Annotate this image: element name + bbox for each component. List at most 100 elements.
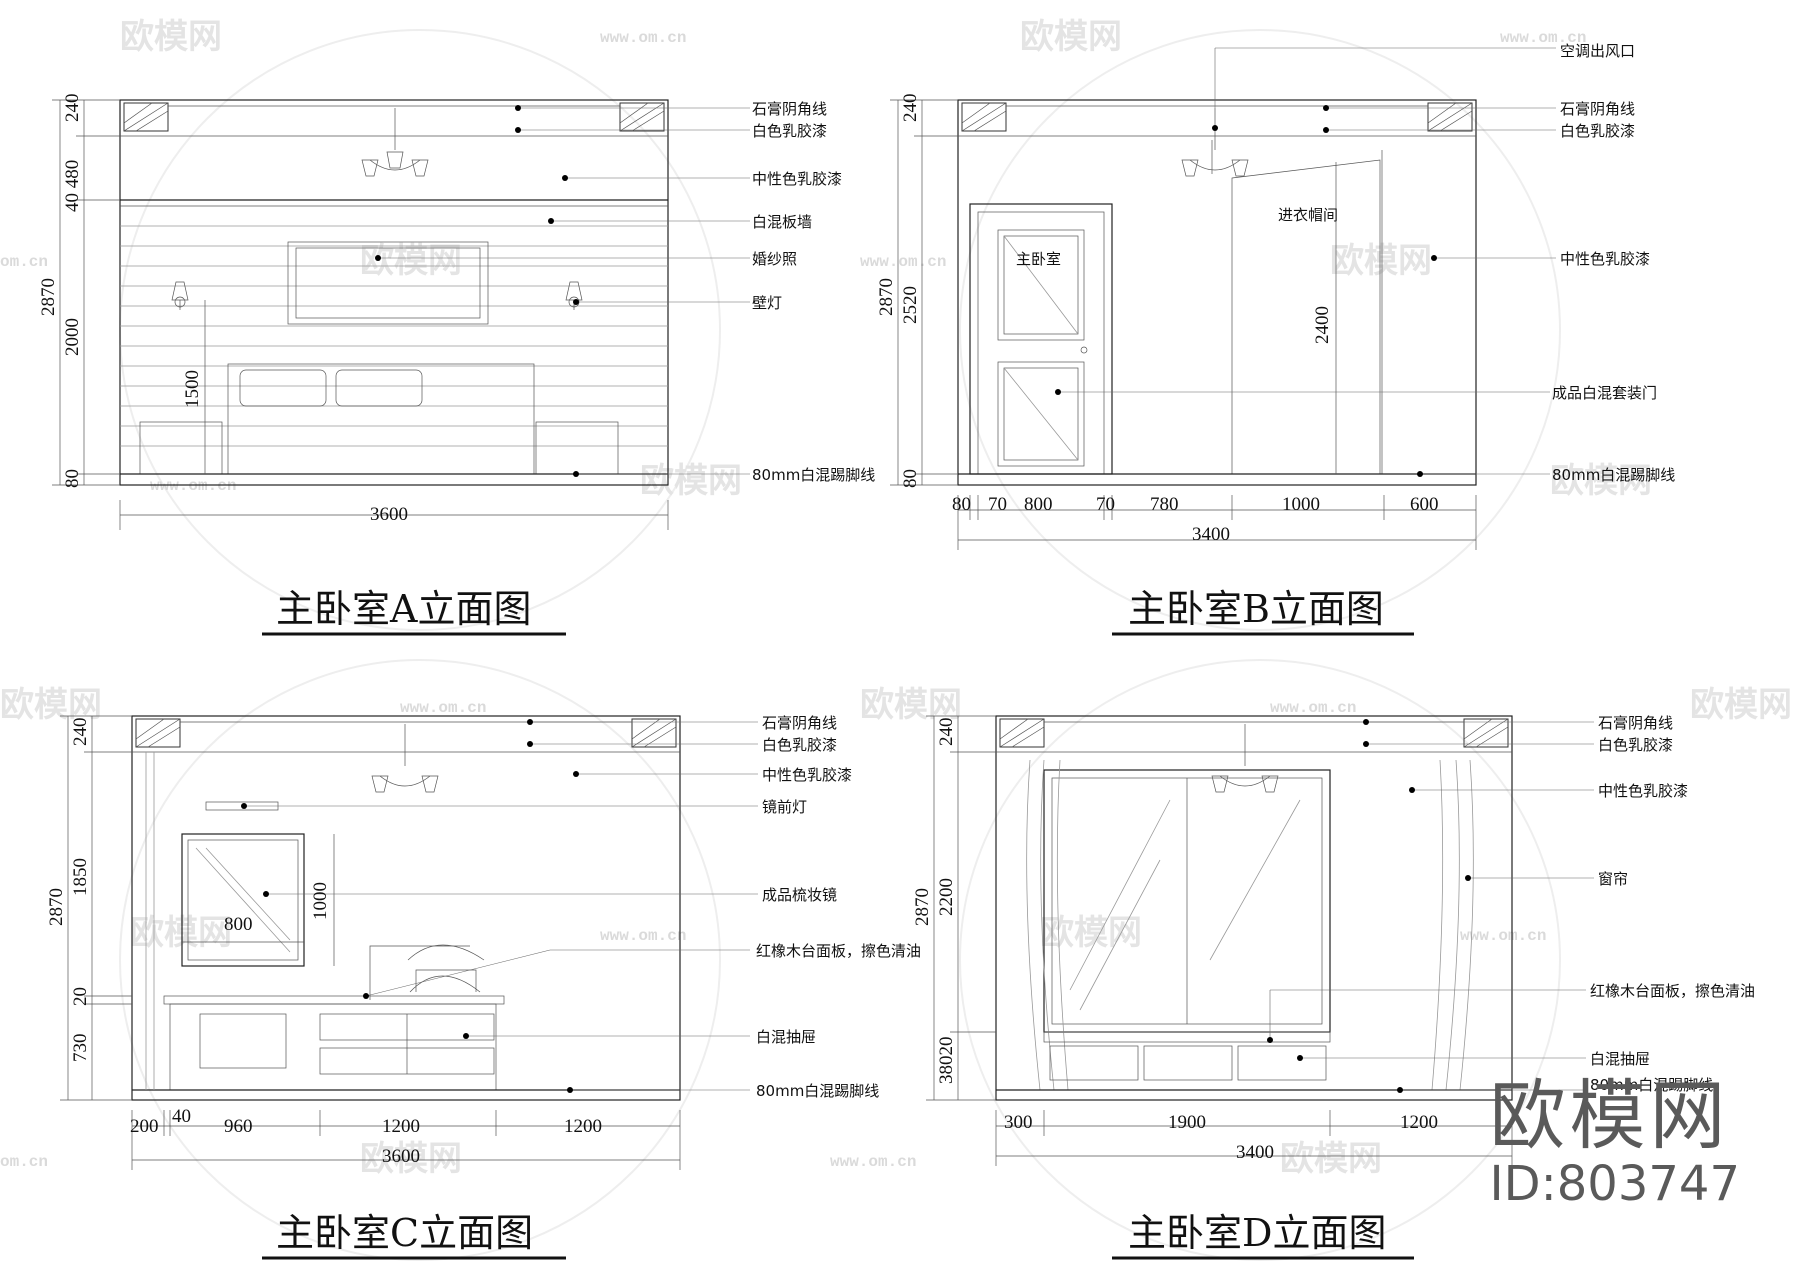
dim-a-40-480: 40 480 [62,160,83,212]
dim-c-3600: 3600 [382,1146,420,1167]
watermark-text: 欧模网 [640,461,742,501]
dim-c-mirror-height: 1000 [310,882,331,920]
watermark-text: 欧模网 [360,1139,462,1179]
label-b-skirting: 80mm白混踢脚线 [1552,466,1675,484]
dim-c-200: 200 [130,1116,159,1137]
brand-id: ID:803747 [1489,1156,1740,1212]
elevation-c: 240 2870 1850 20 730 800 1000 200 40 960… [46,714,921,1260]
room-label-master-bedroom: 主卧室 [1016,250,1061,268]
dim-d-2870: 2870 [912,888,933,926]
label-a-panel-wall: 白混板墙 [752,213,812,231]
dim-b-2400: 2400 [1312,306,1333,344]
watermark-text: 欧模网 [1330,241,1432,281]
brand-logo: 欧模网 [1489,1071,1730,1160]
dim-c-1200b: 1200 [564,1116,602,1137]
watermark-url: www.om.cn [830,1153,916,1171]
watermark-url: www.om.cn [1500,29,1586,47]
watermark-layer: 欧模网 www.om.cn 欧模网 www.om.cn 欧模网 om.cn ww… [0,17,1792,1261]
watermark-url: om.cn [0,253,48,271]
dim-d-240: 240 [936,718,957,747]
dim-a-240: 240 [62,94,83,123]
watermark-url: www.om.cn [1270,699,1356,717]
label-c-drawers: 白混抽屉 [756,1028,816,1046]
dim-b-240: 240 [900,94,921,123]
dim-d-3400: 3400 [1236,1142,1274,1163]
label-c-white-paint: 白色乳胶漆 [762,736,837,754]
label-c-skirting: 80mm白混踢脚线 [756,1082,879,1100]
watermark-url: www.om.cn [400,699,486,717]
dim-b-780: 780 [1150,494,1179,515]
dim-d-38020: 38020 [936,1037,957,1085]
label-a-cornice: 石膏阴角线 [752,100,827,118]
watermark-text: 欧模网 [1280,1139,1382,1179]
dim-c-1200a: 1200 [382,1116,420,1137]
label-a-neutral-paint: 中性色乳胶漆 [752,170,842,188]
watermark-url: www.om.cn [600,29,686,47]
label-c-vanity-mirror: 成品梳妆镜 [762,886,837,904]
brand-block: 欧模网 ID:803747 [1489,1071,1740,1213]
watermark-text: 欧模网 [860,685,962,725]
dim-b-600: 600 [1410,494,1439,515]
dim-b-3400: 3400 [1192,524,1230,545]
watermark-url: www.om.cn [150,477,236,495]
label-c-cornice: 石膏阴角线 [762,714,837,732]
title-d: 主卧室D立面图 [1128,1211,1386,1255]
dim-b-1000: 1000 [1282,494,1320,515]
dim-b-800: 800 [1024,494,1053,515]
watermark-text: 欧模网 [1020,17,1122,57]
dim-c-960: 960 [224,1116,253,1137]
watermark-text: 欧模网 [120,17,222,57]
dim-d-300: 300 [1004,1112,1033,1133]
dim-b-2870: 2870 [876,278,897,316]
watermark-url: www.om.cn [860,253,946,271]
title-c: 主卧室C立面图 [276,1211,533,1255]
label-d-cornice: 石膏阴角线 [1598,714,1673,732]
label-b-neutral-paint: 中性色乳胶漆 [1560,250,1650,268]
watermark-url: www.om.cn [1460,927,1546,945]
watermark-text: 欧模网 [1550,461,1652,501]
dim-c-20: 20 [70,987,91,1006]
label-d-curtain: 窗帘 [1598,870,1628,888]
elevation-b: 240 2870 2520 80 2400 80 70 800 70 780 1… [876,42,1675,636]
watermark-text: 欧模网 [1690,685,1792,725]
label-c-oak-top: 红橡木台面板，擦色清油 [756,942,921,960]
title-b: 主卧室B立面图 [1128,587,1384,631]
dim-c-40: 40 [172,1106,191,1127]
dim-c-mirror-width: 800 [224,914,253,935]
dim-a-1500: 1500 [182,370,203,408]
dim-b-80w: 80 [952,494,971,515]
dim-b-80: 80 [900,469,921,488]
dim-c-1850: 1850 [70,858,91,896]
dim-d-2200: 2200 [936,878,957,916]
label-d-skirting: 80mm白混踢脚线 [1590,1076,1713,1094]
dim-d-1200: 1200 [1400,1112,1438,1133]
watermark-text: 欧模网 [130,913,232,953]
dim-a-80: 80 [62,469,83,488]
label-a-skirting: 80mm白混踢脚线 [752,466,875,484]
label-c-neutral-paint: 中性色乳胶漆 [762,766,852,784]
dim-c-240: 240 [70,718,91,747]
label-a-wall-lamp: 壁灯 [752,294,782,312]
dim-c-730: 730 [70,1034,91,1063]
label-d-drawers: 白混抽屉 [1590,1050,1650,1068]
label-b-door: 成品白混套装门 [1552,384,1657,402]
room-label-walk-in-closet: 进衣帽间 [1278,206,1338,224]
label-a-white-paint: 白色乳胶漆 [752,122,827,140]
label-b-cornice: 石膏阴角线 [1560,100,1635,118]
dim-b-2520: 2520 [900,286,921,324]
label-b-ac-vent: 空调出风口 [1560,42,1635,60]
dim-b-70a: 70 [988,494,1007,515]
title-a: 主卧室A立面图 [276,587,531,631]
elevation-a: 240 40 480 2870 2000 1500 80 3600 石膏阴角线 … [38,94,875,636]
dim-a-2870: 2870 [38,278,59,316]
watermark-url: www.om.cn [600,927,686,945]
label-d-neutral-paint: 中性色乳胶漆 [1598,782,1688,800]
elevation-d: 240 2870 2200 38020 300 1900 1200 3400 石… [912,714,1755,1260]
label-a-wedding-photo: 婚纱照 [752,250,797,268]
dim-c-2870: 2870 [46,888,67,926]
label-d-oak-top: 红橡木台面板，擦色清油 [1590,982,1755,1000]
watermark-text: 欧模网 [1040,913,1142,953]
label-c-mirror-light: 镜前灯 [762,798,807,816]
watermark-text: 欧模网 [360,241,462,281]
